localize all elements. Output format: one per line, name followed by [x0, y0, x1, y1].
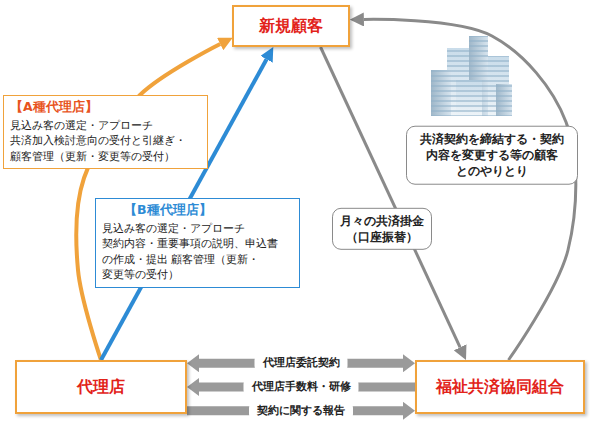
- node-heading: 【A種代理店】: [10, 99, 201, 116]
- building-illustration: [431, 36, 512, 116]
- agency-box: 代理店: [15, 360, 187, 414]
- cooperative-box: 福祉共済協同組合: [415, 360, 585, 414]
- edge-label: 代理店手数料・研修: [244, 380, 359, 394]
- node-body: 見込み客の選定・アプローチ 契約内容・重要事項の説明、申込書 の作成・提出 顧客…: [102, 221, 293, 283]
- customer-box: 新規顧客: [232, 5, 350, 47]
- edge-label: 契約に関する報告: [249, 404, 353, 418]
- edge-label: 代理店委託契約: [255, 356, 348, 370]
- node-heading: 福祉共済協同組合: [436, 377, 564, 398]
- agency-type-box: 【A種代理店】見込み客の選定・アプローチ 共済加入検討意向の受付と引継ぎ・ 顧客…: [3, 95, 208, 169]
- flow-arrow: [364, 19, 576, 360]
- node-heading: 【B種代理店】: [102, 202, 293, 219]
- edge-label: 共済契約を締結する・契約 内容を変更する等の顧客 とのやりとり: [406, 126, 578, 185]
- flow-arrow: [321, 47, 461, 347]
- agency-type-box: 【B種代理店】見込み客の選定・アプローチ 契約内容・重要事項の説明、申込書 の作…: [95, 198, 300, 288]
- node-body: 見込み客の選定・アプローチ 共済加入検討意向の受付と引継ぎ・ 顧客管理（更新・変…: [10, 118, 201, 164]
- node-heading: 代理店: [77, 377, 125, 398]
- node-heading: 新規顧客: [259, 16, 323, 37]
- edge-label: 月々の共済掛金 （口座振替）: [332, 208, 432, 250]
